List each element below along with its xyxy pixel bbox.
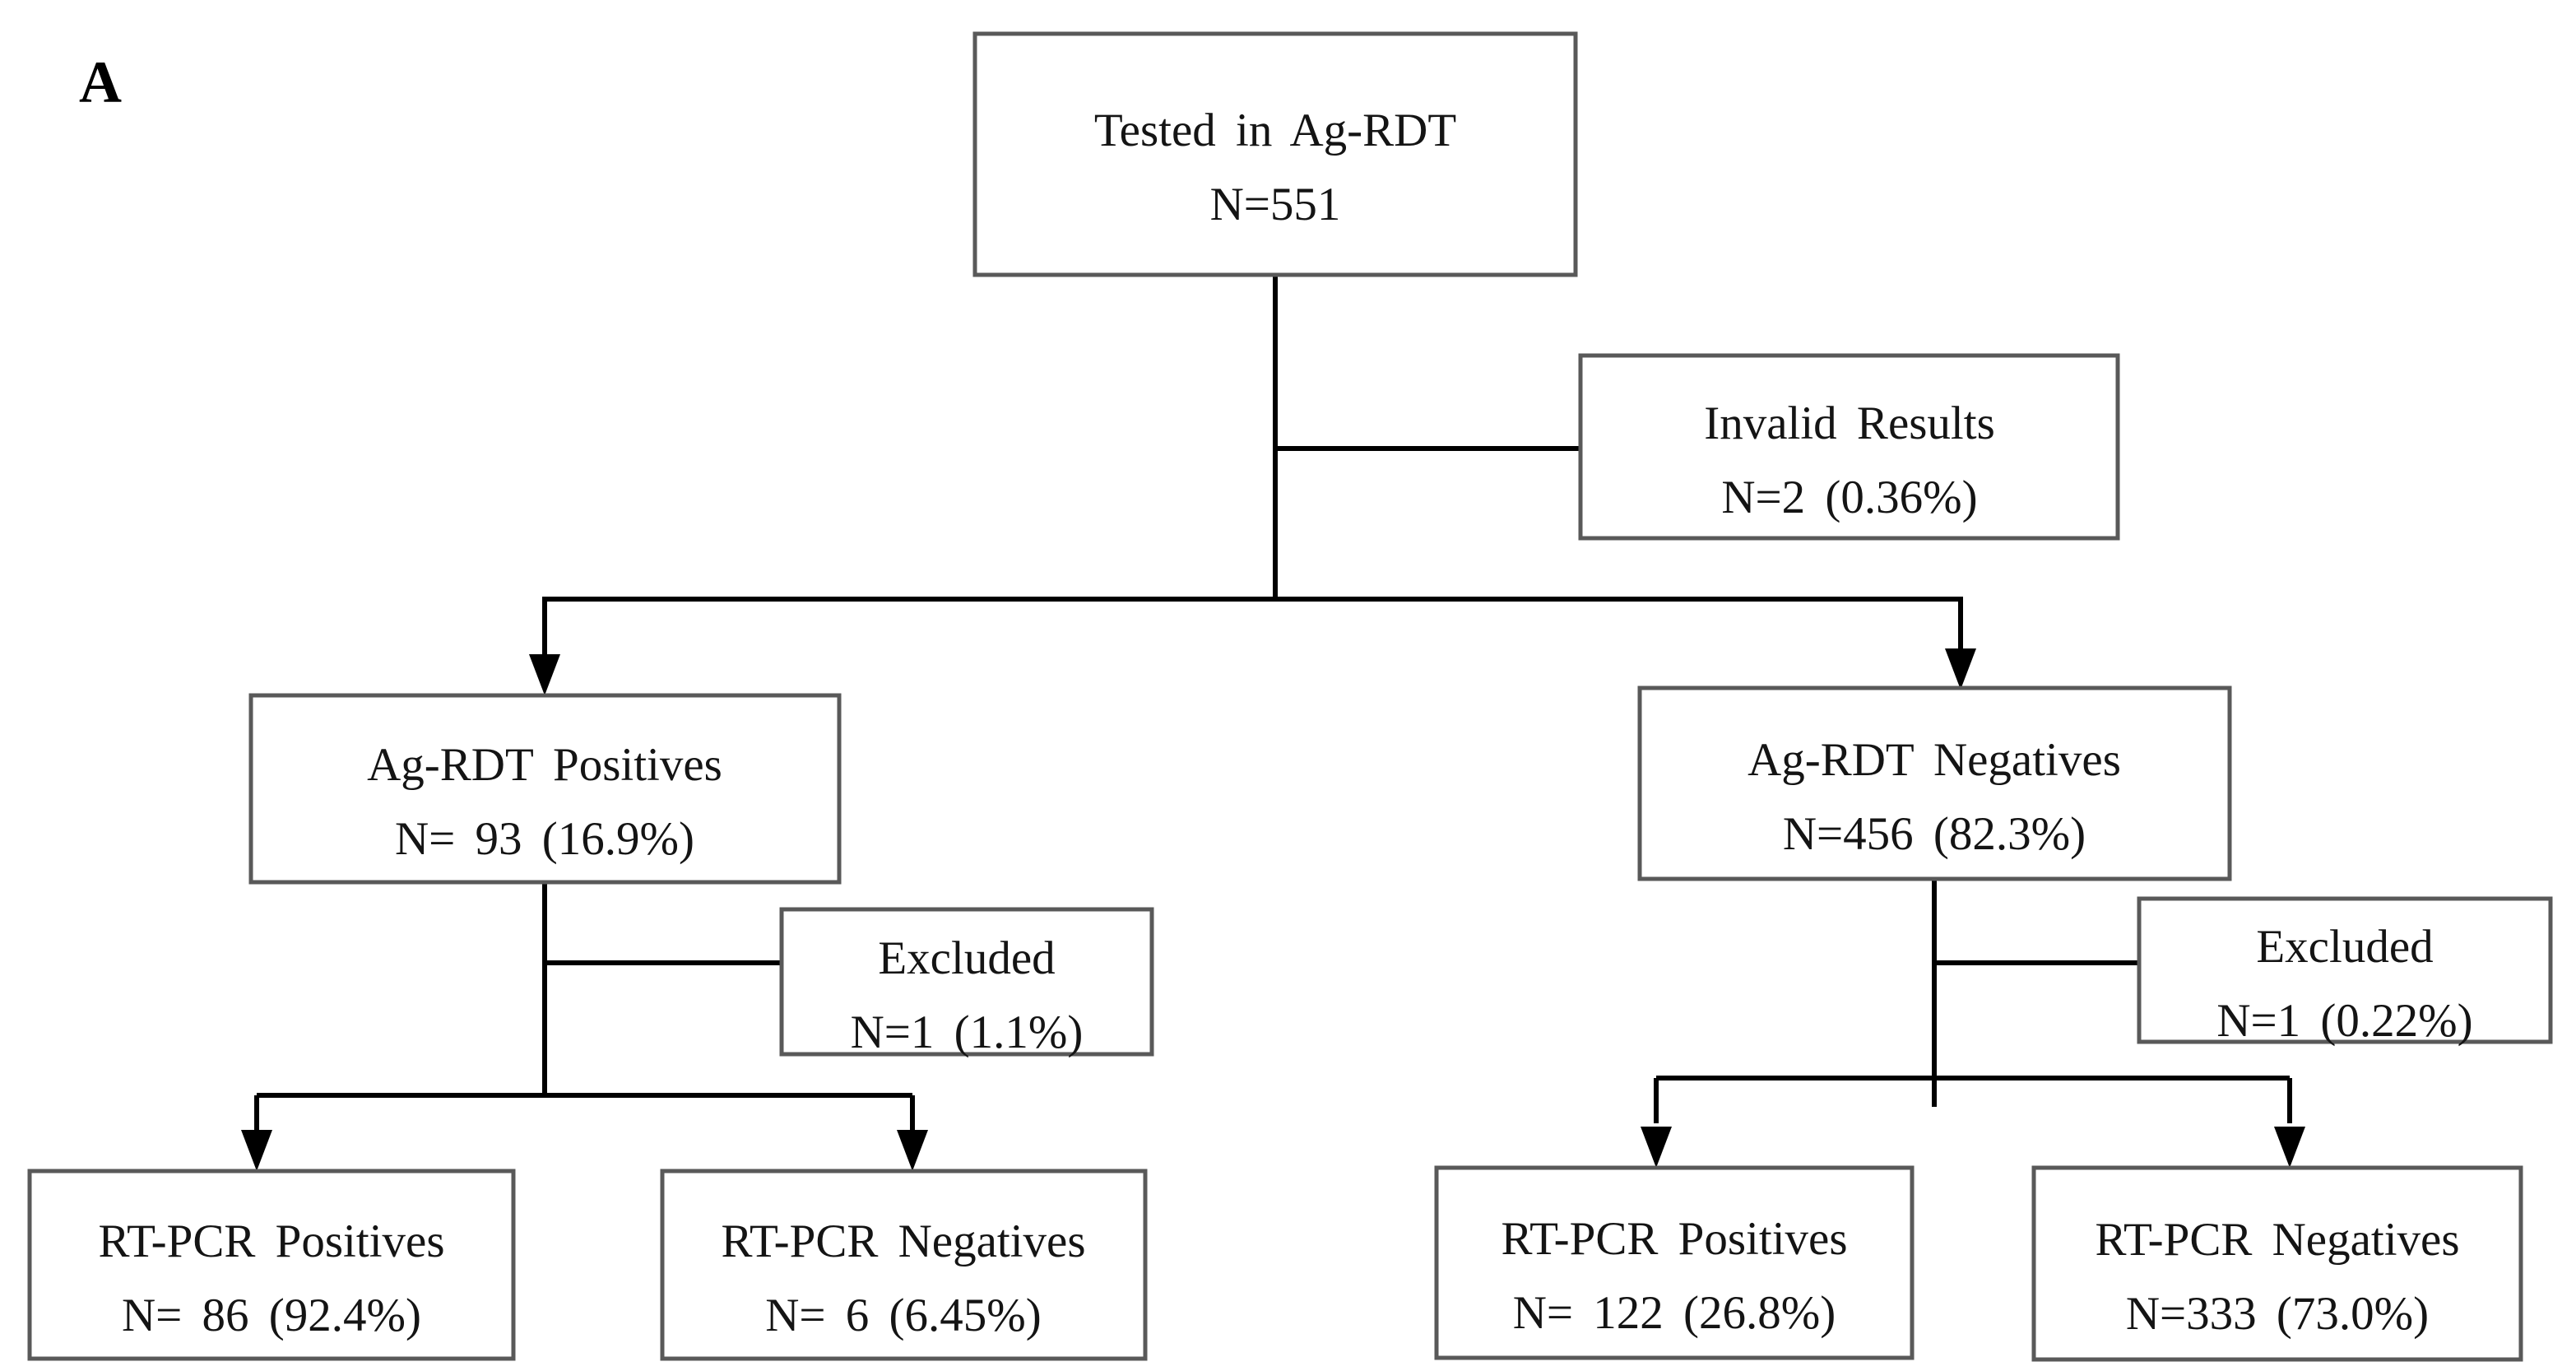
node-ag-rdt-negatives-label: Ag-RDT Negatives: [1748, 734, 2121, 786]
connectors: [254, 275, 2292, 1134]
node-excluded-right: Excluded N=1 (0.22%): [2137, 896, 2553, 1047]
arrowhead-rtpcr-neg-left-icon: [897, 1130, 928, 1171]
node-excluded-left: Excluded N=1 (1.1%): [779, 907, 1154, 1058]
node-rtpcr-negatives-left-count: N= 6 (6.45%): [765, 1290, 1042, 1341]
node-rtpcr-negatives-right-label: RT-PCR Negatives: [2095, 1214, 2459, 1266]
node-excluded-right-count: N=1 (0.22%): [2216, 995, 2472, 1047]
node-rtpcr-positives-right-box: [1434, 1165, 1915, 1360]
node-tested-box: [972, 31, 1578, 277]
node-excluded-right-label: Excluded: [2256, 921, 2433, 973]
node-ag-rdt-negatives: Ag-RDT Negatives N=456 (82.3%): [1637, 686, 2232, 881]
node-invalid-count: N=2 (0.36%): [1721, 472, 1977, 523]
node-rtpcr-positives-right-label: RT-PCR Positives: [1501, 1213, 1847, 1265]
node-ag-rdt-positives-count: N= 93 (16.9%): [395, 813, 694, 865]
arrowhead-ag-negatives-icon: [1945, 648, 1976, 690]
arrowhead-ag-positives-icon: [529, 654, 560, 695]
node-rtpcr-positives-left-count: N= 86 (92.4%): [122, 1290, 421, 1341]
node-rtpcr-positives-right: RT-PCR Positives N= 122 (26.8%): [1434, 1165, 1915, 1360]
node-rtpcr-positives-left-label: RT-PCR Positives: [98, 1215, 444, 1267]
node-invalid-label: Invalid Results: [1704, 397, 1995, 449]
node-excluded-right-box: [2137, 896, 2553, 1044]
node-ag-rdt-positives-label: Ag-RDT Positives: [367, 739, 722, 791]
panel-label: A: [79, 49, 122, 115]
node-excluded-left-box: [779, 907, 1154, 1057]
arrowheads: [241, 648, 2305, 1171]
node-rtpcr-negatives-left-box: [660, 1169, 1148, 1361]
node-rtpcr-negatives-right-box: [2031, 1165, 2523, 1362]
node-excluded-left-count: N=1 (1.1%): [851, 1006, 1084, 1058]
node-invalid: Invalid Results N=2 (0.36%): [1578, 353, 2120, 541]
node-invalid-box: [1578, 353, 2120, 541]
node-tested-count: N=551: [1210, 179, 1341, 230]
arrowhead-rtpcr-neg-right-icon: [2274, 1127, 2305, 1168]
node-rtpcr-negatives-right-count: N=333 (73.0%): [2126, 1288, 2429, 1340]
arrowhead-rtpcr-pos-right-icon: [1641, 1127, 1672, 1168]
node-rtpcr-positives-right-count: N= 122 (26.8%): [1513, 1287, 1836, 1339]
node-rtpcr-positives-left-box: [27, 1169, 516, 1361]
node-rtpcr-negatives-right: RT-PCR Negatives N=333 (73.0%): [2031, 1165, 2523, 1362]
node-tested: Tested in Ag-RDT N=551: [972, 31, 1578, 277]
node-ag-rdt-positives-box: [248, 693, 842, 885]
node-ag-rdt-positives: Ag-RDT Positives N= 93 (16.9%): [248, 693, 842, 885]
node-ag-rdt-negatives-box: [1637, 686, 2232, 881]
node-ag-rdt-negatives-count: N=456 (82.3%): [1783, 808, 2086, 860]
node-rtpcr-negatives-left-label: RT-PCR Negatives: [721, 1215, 1085, 1267]
node-excluded-left-label: Excluded: [878, 932, 1055, 984]
node-tested-label: Tested in Ag-RDT: [1094, 105, 1456, 156]
arrowhead-rtpcr-pos-left-icon: [241, 1130, 272, 1171]
node-rtpcr-negatives-left: RT-PCR Negatives N= 6 (6.45%): [660, 1169, 1148, 1361]
node-rtpcr-positives-left: RT-PCR Positives N= 86 (92.4%): [27, 1169, 516, 1361]
